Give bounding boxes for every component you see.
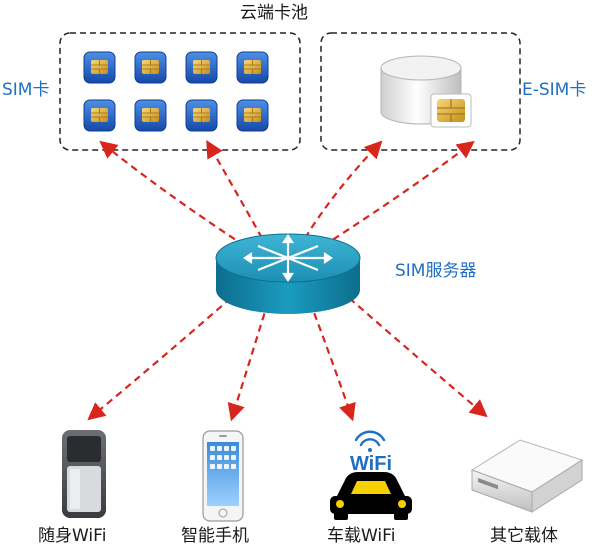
smartphone-icon (202, 430, 244, 522)
arrow-server-to-esim-right (322, 140, 475, 247)
arrow-server-to-sim-right (206, 139, 263, 239)
car-icon (330, 472, 412, 520)
sim-card-icon (185, 99, 218, 132)
sim-card-pool-box (59, 32, 301, 151)
esim-pool-box (320, 32, 521, 151)
sim-card-grid (83, 51, 269, 132)
sim-server-label: SIM服务器 (395, 261, 477, 281)
sim-card-label: SIM卡 (2, 80, 50, 100)
pocket-wifi-icon (62, 430, 106, 518)
esim-chip-icon (430, 93, 472, 128)
wifi-signal-icon (354, 430, 386, 452)
esim-card-label: E-SIM卡 (522, 80, 587, 100)
cloud-pool-title: 云端卡池 (240, 3, 308, 23)
arrow-server-to-sim-left (99, 140, 246, 247)
sim-card-icon (83, 51, 116, 84)
sim-card-icon (185, 51, 218, 84)
sim-card-icon (134, 99, 167, 132)
sim-card-icon (83, 99, 116, 132)
arrow-group (87, 139, 488, 422)
sim-card-icon (134, 51, 167, 84)
sim-server-icon (215, 233, 361, 314)
server-box-icon (470, 439, 584, 513)
device-label-other-device: 其它载体 (490, 526, 558, 546)
car-wifi-badge: WiFi (350, 453, 392, 475)
arrow-server-to-pocket-wifi (87, 289, 241, 421)
device-label-smartphone: 智能手机 (181, 526, 249, 546)
arrow-server-to-esim-left (304, 140, 383, 239)
arrow-server-to-smartphone (227, 301, 270, 422)
sim-card-icon (236, 99, 269, 132)
sim-card-icon (236, 51, 269, 84)
arrow-server-to-other-device (339, 289, 488, 418)
device-label-pocket-wifi: 随身WiFi (38, 526, 107, 546)
arrow-server-to-car-wifi (308, 301, 356, 422)
device-label-car-wifi: 车载WiFi (327, 526, 396, 546)
